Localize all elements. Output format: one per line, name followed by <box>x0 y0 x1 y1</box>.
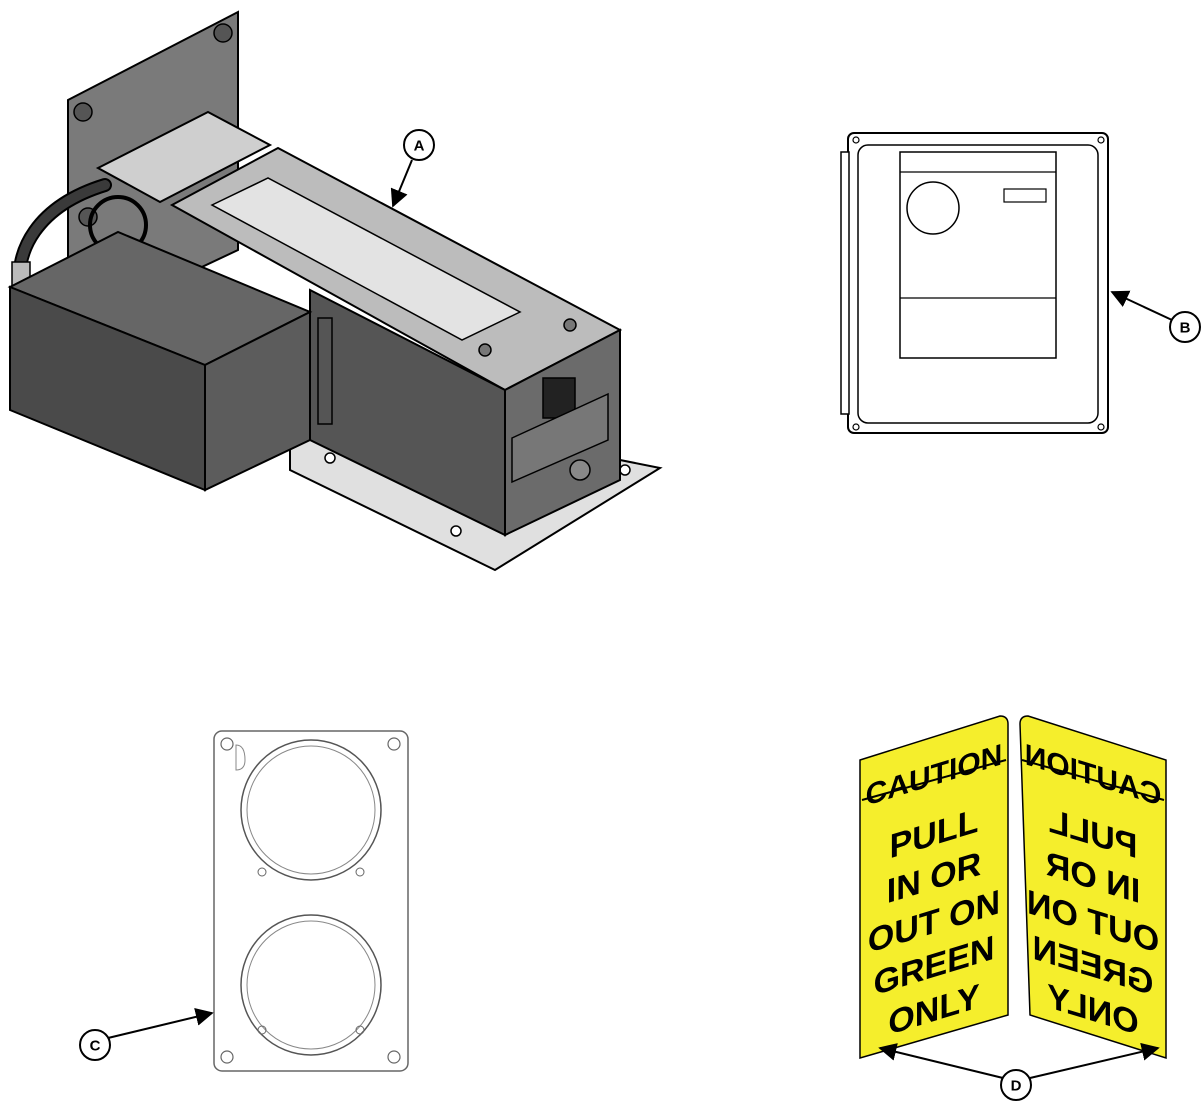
corner-screw-icon <box>1097 423 1105 431</box>
part-b-enclosure <box>840 132 1109 434</box>
clamp-strap <box>317 317 333 425</box>
callout-b: B <box>1110 290 1201 343</box>
part-d-caution-signs: CAUTION PULL IN OR OUT ON GREEN ONLY CAU… <box>859 715 1167 1060</box>
base-bolt-icon <box>324 452 336 464</box>
end-cover-plate <box>511 392 609 484</box>
lens-opening-icon <box>240 739 382 881</box>
display-window <box>1003 188 1047 203</box>
part-c-lens-plate <box>213 730 409 1072</box>
callout-a: A <box>390 129 435 208</box>
inner-panel <box>899 151 1057 359</box>
plate-bolt-icon <box>73 102 93 122</box>
callout-d: D <box>878 1042 1160 1101</box>
callout-label-b: B <box>1180 320 1191 337</box>
plate-hole-icon <box>220 1050 234 1064</box>
callout-label-d: D <box>1011 1078 1022 1095</box>
callout-circle <box>1169 311 1201 343</box>
corner-screw-icon <box>852 423 860 431</box>
lens-screw-icon <box>355 1025 365 1035</box>
callout-label-a: A <box>414 138 425 155</box>
plate-hole-icon <box>220 737 234 751</box>
channel-window <box>210 177 522 341</box>
end-bolt-icon <box>569 459 591 481</box>
plate-hole-icon <box>387 737 401 751</box>
lens-screw-icon <box>355 867 365 877</box>
corner-screw-icon <box>852 136 860 144</box>
gauge-icon <box>906 181 960 235</box>
leader-arrow <box>107 1008 214 1039</box>
sign-left <box>859 715 1009 1059</box>
part-a-sensor-assembly <box>7 10 663 572</box>
enclosure-hinge <box>840 151 850 415</box>
leader-arrow <box>390 159 413 208</box>
plate-bolt-icon <box>213 23 233 43</box>
base-bolt-icon <box>450 525 462 537</box>
plate-hole-icon <box>387 1050 401 1064</box>
callout-circle <box>1000 1069 1032 1101</box>
leader-arrow <box>878 1043 1004 1079</box>
lens-screw-icon <box>257 1025 267 1035</box>
callout-c: C <box>79 1008 214 1061</box>
end-bolt-icon <box>478 343 492 357</box>
leader-arrow <box>1029 1042 1160 1079</box>
callout-label-c: C <box>90 1038 101 1055</box>
lens-screw-icon <box>257 867 267 877</box>
end-bolt-icon <box>563 318 577 332</box>
sign-right <box>1019 715 1167 1060</box>
corner-screw-icon <box>1097 136 1105 144</box>
leader-arrow <box>1110 290 1173 321</box>
top-cover-plate <box>95 110 273 204</box>
lens-opening-icon <box>240 914 382 1056</box>
callout-circle <box>79 1029 111 1061</box>
base-bolt-icon <box>619 464 631 476</box>
box-side <box>204 310 311 492</box>
callout-circle <box>403 129 435 161</box>
